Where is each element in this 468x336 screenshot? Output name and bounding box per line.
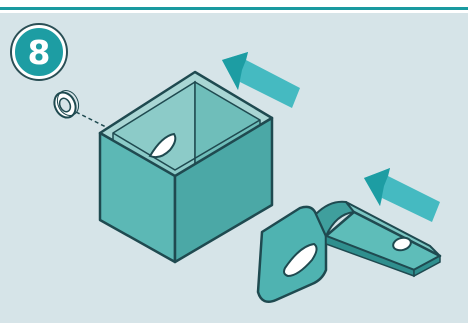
step-number: 8 [28, 33, 51, 72]
step-number-badge: 8 [12, 25, 66, 79]
